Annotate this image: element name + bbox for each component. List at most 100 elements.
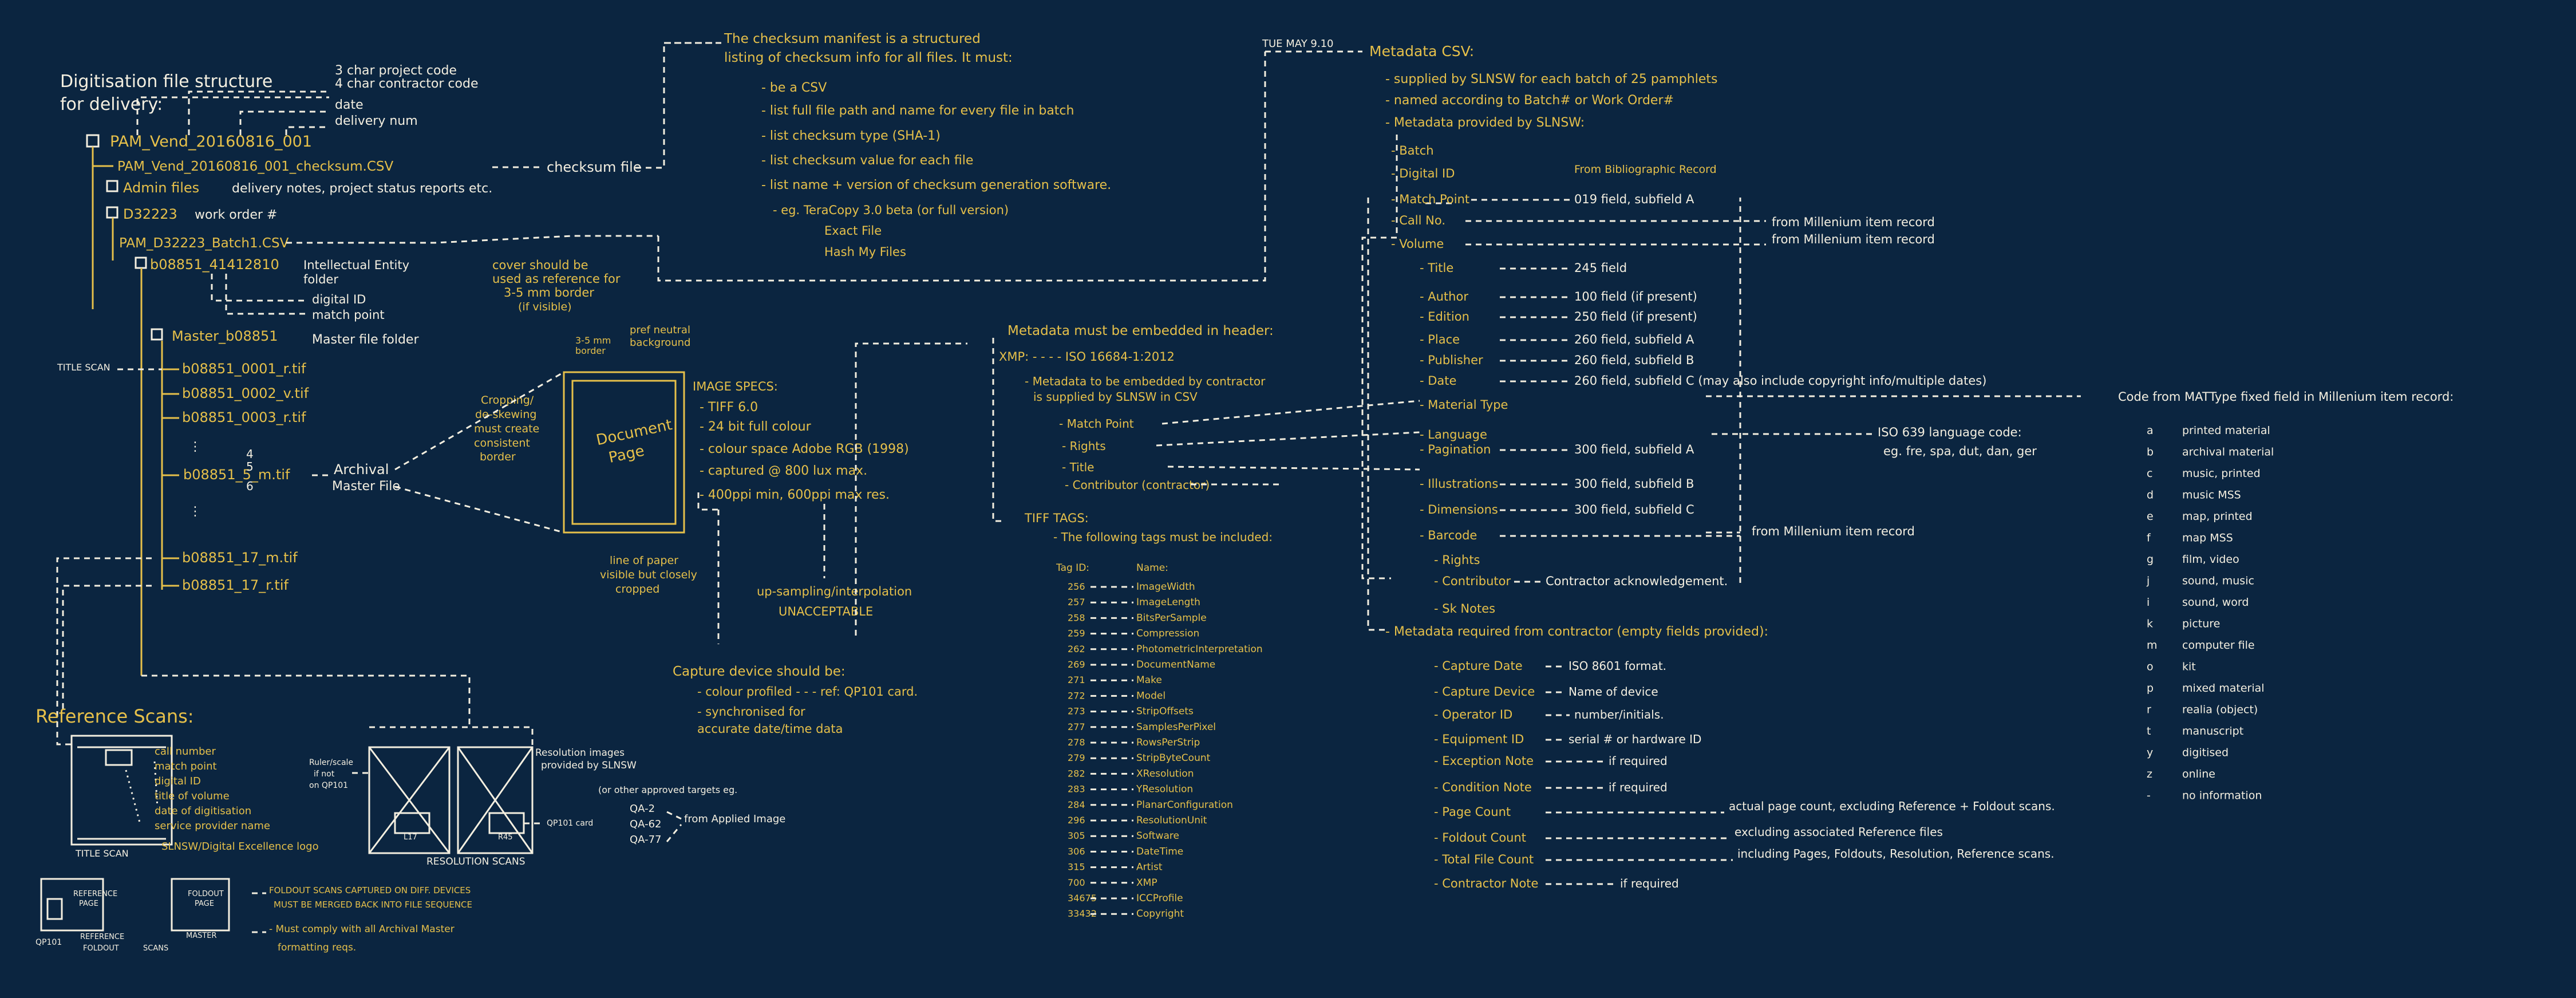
material-code-letter: g: [2147, 553, 2154, 566]
material-code-name: archival material: [2182, 446, 2274, 459]
code-legend-3: date: [335, 98, 364, 112]
xmp-line: XMP: - - - - ISO 16684-1:2012: [999, 350, 1175, 364]
title-scan-item-4: title of volume: [155, 790, 230, 802]
tiff-tag-name: Make: [1136, 674, 1162, 686]
res-note-2: provided by SLNSW: [541, 760, 637, 771]
tiff-tag-id: 269: [1068, 659, 1085, 670]
material-code-name: music MSS: [2182, 489, 2241, 502]
upsampling-note-2: UNACCEPTABLE: [779, 605, 873, 618]
root-folder: PAM_Vend_20160816_001: [110, 133, 312, 151]
admin-folder-icon: [106, 180, 118, 192]
material-language-links: [1706, 395, 2081, 435]
csv-field-name: - Illustrations: [1420, 477, 1498, 491]
tiff-tag-id: 273: [1068, 706, 1085, 717]
box2-label-1: FOLDOUT: [188, 890, 224, 898]
page-num-6: 6: [246, 479, 254, 493]
checksum-line-5: - list checksum type (SHA-1): [761, 129, 941, 143]
csv-field-name: - Title: [1420, 261, 1453, 275]
metadata-csv-item-3: - Metadata provided by SLNSW:: [1385, 116, 1585, 130]
ie-note-4: match point: [312, 308, 385, 322]
tiff-tag-id: 279: [1068, 752, 1085, 763]
metadata-csv: Metadata CSV: - supplied by SLNSW for ea…: [1361, 43, 2453, 639]
csv-field-name: - Digital ID: [1391, 167, 1455, 180]
structure-title-2: for delivery:: [60, 94, 163, 115]
res-note-6: QA-77: [630, 834, 662, 846]
foldout-note-2: MUST BE MERGED BACK INTO FILE SEQUENCE: [274, 900, 472, 910]
document-page: [571, 380, 677, 525]
admin-folder: Admin files: [123, 180, 199, 196]
metadata-csv-item-1: - supplied by SLNSW for each batch of 25…: [1385, 72, 1717, 86]
tiff-tag-name: BitsPerSample: [1136, 612, 1207, 624]
csv-field-name: - Match Point: [1391, 192, 1469, 206]
tiff-tag-name: Compression: [1136, 628, 1199, 640]
tiff-tag-id: 259: [1068, 628, 1085, 639]
tiff-tag-id: 283: [1068, 784, 1085, 795]
line-note-1: line of paper: [610, 554, 678, 567]
embedded-field-4: - Contributor (contractor): [1065, 478, 1210, 492]
code-legend-connectors: [136, 90, 329, 135]
tiff-tag-name: StripOffsets: [1136, 706, 1194, 717]
embedded-field-links: [1156, 400, 1420, 486]
reference-page-box: [40, 878, 104, 932]
material-code-name: film, video: [2182, 553, 2239, 566]
bib-bracket: [1706, 198, 1741, 583]
checksum-file-label: checksum file: [547, 159, 642, 175]
contractor-field-name: - Condition Note: [1434, 780, 1532, 794]
material-code-name: sound, word: [2182, 596, 2249, 609]
tiff-tag-id: 284: [1068, 799, 1085, 810]
material-code-letter: c: [2147, 467, 2152, 480]
resolution-label-1: L17: [404, 833, 417, 842]
tiff-tag-id: 278: [1068, 737, 1085, 748]
material-code-letter: j: [2146, 575, 2150, 587]
ruler-note-3: on QP101: [309, 781, 348, 790]
admin-note: delivery notes, project status reports e…: [232, 182, 492, 196]
resolution-label-2: R45: [498, 833, 513, 842]
xmp-note-2: is supplied by SLNSW in CSV: [1033, 390, 1198, 404]
cropping-note-5: border: [480, 451, 516, 463]
contractor-field-value: if required: [1620, 877, 1679, 890]
foldout-note-1: FOLDOUT SCANS CAPTURED ON DIFF. DEVICES: [269, 885, 471, 896]
xmp-note-1: - Metadata to be embedded by contractor: [1025, 374, 1266, 388]
contractor-field-name: - Foldout Count: [1434, 831, 1526, 845]
cover-note-3: 3-5 mm border: [504, 286, 594, 299]
box1-label-1: REFERENCE: [73, 890, 117, 898]
contractor-field-name: - Operator ID: [1434, 708, 1512, 721]
csv-field-value: Contractor acknowledgement.: [1546, 574, 1728, 588]
csv-field-name: - Pagination: [1420, 443, 1491, 456]
tiff-tag-id: 272: [1068, 690, 1085, 701]
material-code-letter: r: [2147, 704, 2151, 716]
checksum-line-10: Hash My Files: [824, 245, 906, 259]
ruler-note-2: if not: [314, 770, 335, 779]
code-legend-1: 3 char project code: [335, 64, 457, 78]
reference-scans: Reference Scans: call number match point…: [35, 705, 785, 953]
tiff-tag-name: YResolution: [1136, 784, 1193, 795]
archival-label-2: Master File: [332, 479, 400, 494]
contractor-field-value: number/initials.: [1574, 708, 1664, 721]
tiff-tag-id: 257: [1068, 597, 1085, 608]
image-spec-2: - 24 bit full colour: [700, 420, 812, 434]
csv-field-value: from Millenium item record: [1752, 524, 1915, 538]
tiff-tag-name: ResolutionUnit: [1136, 815, 1207, 826]
file-4: b08851_5_m.tif: [183, 467, 290, 483]
contractor-field-value: if required: [1609, 754, 1668, 768]
tiff-title: TIFF TAGS:: [1024, 511, 1089, 525]
contractor-title: - Metadata required from contractor (emp…: [1385, 625, 1768, 639]
checksum-line-7: - list name + version of checksum genera…: [761, 178, 1111, 192]
tiff-tag-name: Software: [1136, 830, 1179, 842]
cropping-note-3: must create: [474, 423, 539, 435]
tiff-tag-name: Copyright: [1136, 908, 1184, 920]
tiff-tag-name: Model: [1136, 690, 1165, 701]
material-code-name: computer file: [2182, 639, 2255, 652]
cover-note-1: cover should be: [492, 258, 588, 272]
slnsw-logo-box: [105, 749, 133, 766]
res-note-4: QA-2: [630, 803, 655, 815]
csv-field-name: - Batch: [1391, 144, 1434, 157]
material-code-letter: i: [2147, 596, 2150, 609]
tiff-header-id: Tag ID:: [1056, 562, 1089, 574]
title-scan-item-6: service provider name: [155, 820, 270, 832]
ie-note-2: folder: [303, 273, 338, 286]
csv-field-name: - Place: [1420, 333, 1460, 346]
checksum-line-3: - be a CSV: [761, 81, 827, 95]
csv-field-name: - Volume: [1391, 237, 1444, 251]
contractor-field-name: - Exception Note: [1434, 754, 1534, 768]
